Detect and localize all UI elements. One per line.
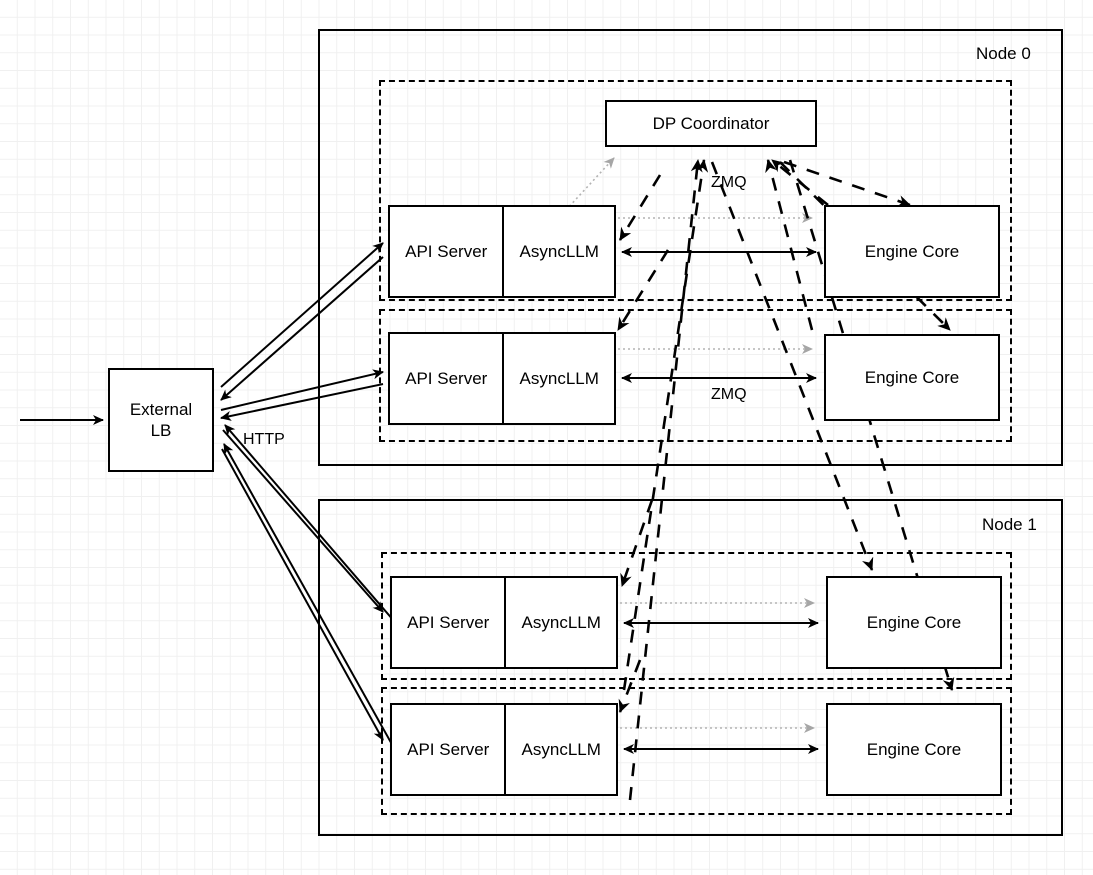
edge-label-zmq-node0-group1: ZMQ bbox=[711, 386, 747, 403]
api-server-cell: API Server bbox=[405, 241, 488, 261]
node-1-dp-group-0 bbox=[381, 552, 1012, 680]
node-0-group-1-api-stack[interactable]: API Server AsyncLLM bbox=[388, 332, 616, 425]
async-llm-cell: AsyncLLM bbox=[504, 578, 616, 667]
node-1-group-0-api-stack[interactable]: API Server AsyncLLM bbox=[390, 576, 618, 669]
api-server-cell: API Server bbox=[407, 612, 490, 632]
node-0-group-0-api-stack[interactable]: API Server AsyncLLM bbox=[388, 205, 616, 298]
async-llm-cell: AsyncLLM bbox=[504, 705, 616, 794]
dp-coordinator-box[interactable]: DP Coordinator bbox=[605, 100, 817, 147]
node-1-frame bbox=[318, 499, 1063, 836]
node-1-group-1-api-stack[interactable]: API Server AsyncLLM bbox=[390, 703, 618, 796]
edge-label-http: HTTP bbox=[243, 431, 285, 448]
dp-coordinator-label: DP Coordinator bbox=[652, 113, 770, 133]
async-llm-cell: AsyncLLM bbox=[502, 207, 614, 296]
node-0-label: Node 0 bbox=[976, 44, 1031, 63]
node-1-group-1-engine-core[interactable]: Engine Core bbox=[826, 703, 1002, 796]
node-1-dp-group-1 bbox=[381, 687, 1012, 815]
api-server-cell: API Server bbox=[407, 739, 490, 759]
edge-label-zmq-node0-group0: ZMQ bbox=[711, 174, 747, 191]
engine-core-label: Engine Core bbox=[866, 612, 962, 632]
async-llm-cell: AsyncLLM bbox=[502, 334, 614, 423]
node-1-group-0-engine-core[interactable]: Engine Core bbox=[826, 576, 1002, 669]
engine-core-label: Engine Core bbox=[864, 367, 960, 387]
external-lb-label-line2: LB bbox=[150, 421, 172, 440]
api-server-cell: API Server bbox=[405, 368, 488, 388]
engine-core-label: Engine Core bbox=[864, 241, 960, 261]
node-1-label: Node 1 bbox=[982, 515, 1037, 534]
node-0-dp-group-1 bbox=[379, 309, 1012, 442]
node-0-group-1-engine-core[interactable]: Engine Core bbox=[824, 334, 1000, 421]
node-0-frame bbox=[318, 29, 1063, 466]
external-lb-box[interactable]: External LB bbox=[108, 368, 214, 472]
node-0-group-0-engine-core[interactable]: Engine Core bbox=[824, 205, 1000, 298]
external-lb-label-line1: External bbox=[129, 399, 193, 419]
node-0-dp-group-0 bbox=[379, 80, 1012, 301]
engine-core-label: Engine Core bbox=[866, 739, 962, 759]
